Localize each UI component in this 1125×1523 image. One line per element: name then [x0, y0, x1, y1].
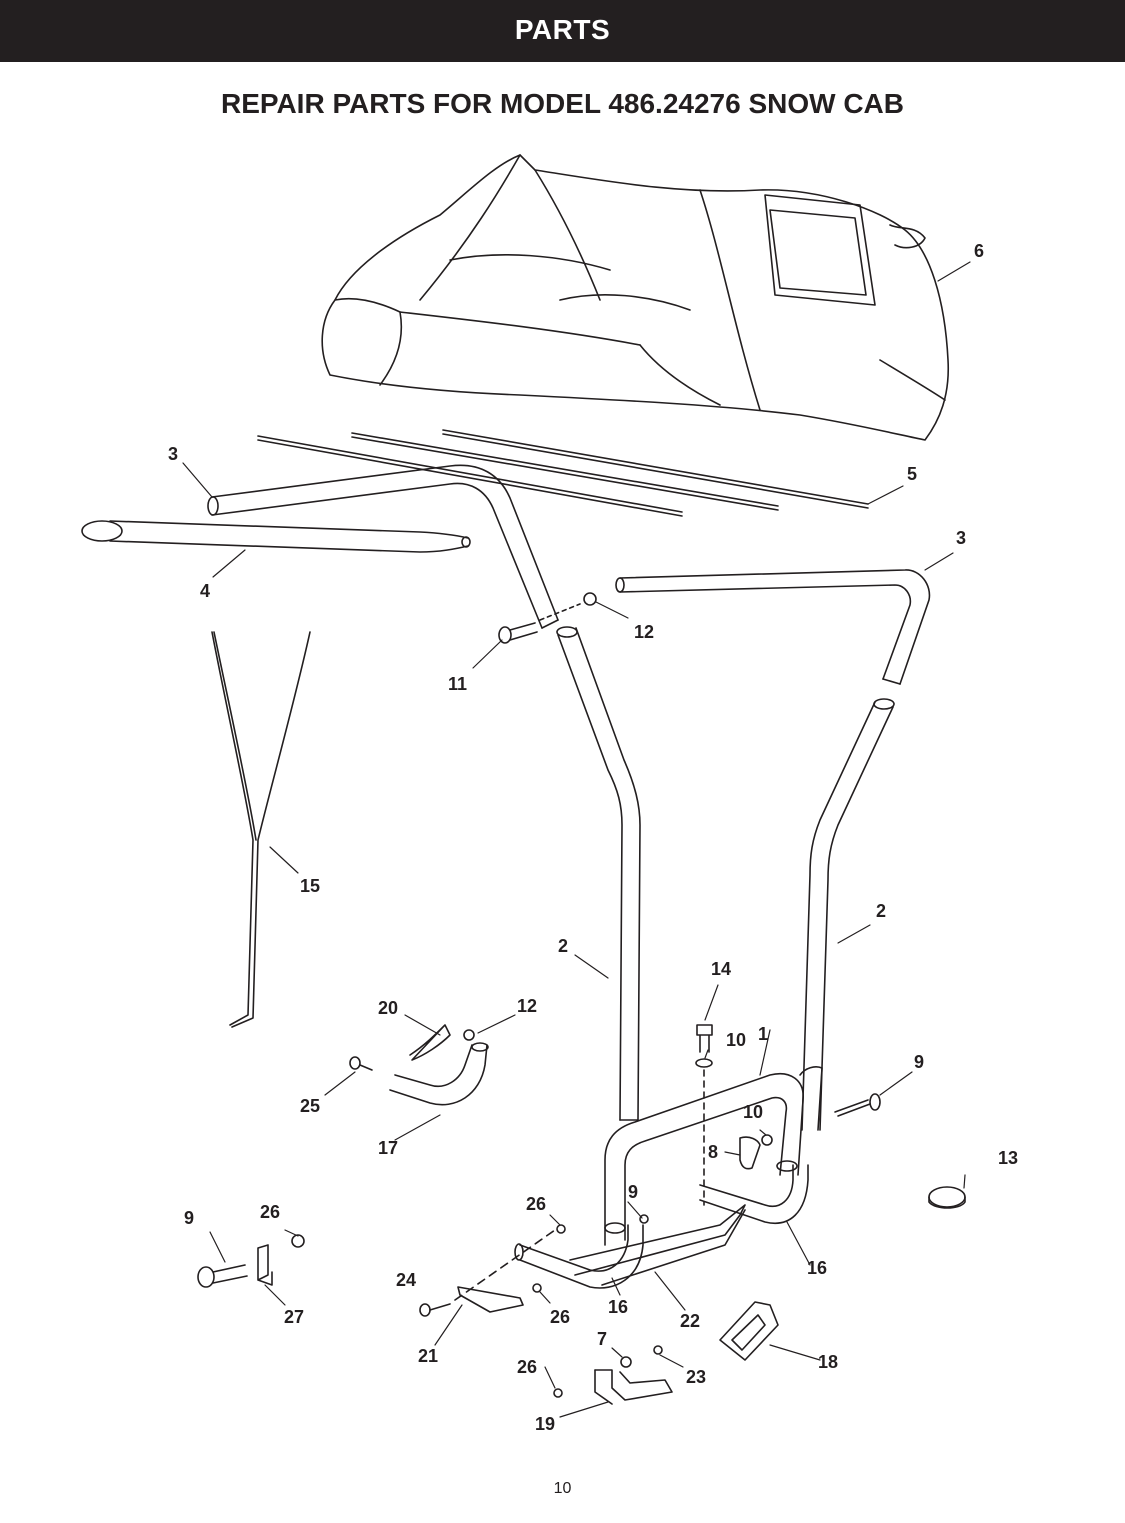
callout-26-lower: 26	[550, 1307, 570, 1327]
callout-26-left: 26	[260, 1202, 280, 1222]
callout-1: 1	[758, 1024, 768, 1044]
callout-16-right: 16	[807, 1258, 827, 1278]
foot-brackets-illustration	[553, 1301, 779, 1405]
callout-6: 6	[974, 241, 984, 261]
callout-15: 15	[300, 876, 320, 896]
bolt-bracket-illustration	[197, 1234, 305, 1288]
callout-4: 4	[200, 581, 210, 601]
callout-25: 25	[300, 1096, 320, 1116]
callout-20: 20	[378, 998, 398, 1018]
callout-7: 7	[597, 1329, 607, 1349]
callout-14: 14	[711, 959, 731, 979]
callout-26-bottom: 26	[517, 1357, 537, 1377]
upper-tube-left-illustration	[207, 464, 559, 629]
callout-18: 18	[818, 1352, 838, 1372]
callout-5: 5	[907, 464, 917, 484]
section-header: PARTS	[514, 14, 611, 45]
callout-17: 17	[378, 1138, 398, 1158]
upper-tube-right-illustration	[615, 569, 931, 685]
bracket-bar-illustration	[569, 1204, 746, 1286]
lower-bent-tubes-illustration	[514, 1160, 809, 1289]
callout-27: 27	[284, 1307, 304, 1327]
crossbar-tube-illustration	[81, 520, 471, 553]
callout-19: 19	[535, 1414, 555, 1434]
lower-bracket-illustration	[419, 1214, 649, 1317]
callout-labels: 1 2 2 3 3 4 5 6 7 8 9 9 9 10 10 11 12 12…	[168, 241, 1018, 1434]
bolt-and-nut-illustration	[498, 592, 597, 644]
header-bar	[0, 0, 1125, 62]
wire-rod-illustration	[211, 631, 311, 1028]
callout-8: 8	[708, 1142, 718, 1162]
callout-3-left: 3	[168, 444, 178, 464]
callout-13: 13	[998, 1148, 1018, 1168]
callout-26-center: 26	[526, 1194, 546, 1214]
callout-3-right: 3	[956, 528, 966, 548]
lower-tube-right-illustration	[799, 698, 895, 1131]
callout-16-left: 16	[608, 1297, 628, 1317]
callout-12-lower: 12	[517, 996, 537, 1016]
support-rods-illustration	[257, 429, 869, 517]
page-number: 10	[553, 1480, 572, 1497]
hardware-illustration	[695, 1024, 881, 1206]
document-title: REPAIR PARTS FOR MODEL 486.24276 SNOW CA…	[220, 88, 905, 119]
callout-23: 23	[686, 1367, 706, 1387]
callout-10-upper: 10	[726, 1030, 746, 1050]
callout-24: 24	[396, 1270, 416, 1290]
lower-tube-left-illustration	[556, 626, 641, 1121]
side-bracket-illustration	[349, 1024, 489, 1106]
callout-22: 22	[680, 1311, 700, 1331]
callout-2-right: 2	[876, 901, 886, 921]
callout-2-left: 2	[558, 936, 568, 956]
callout-21: 21	[418, 1346, 438, 1366]
callout-11: 11	[448, 674, 467, 694]
cab-cover-illustration	[321, 154, 950, 441]
callout-9-right: 9	[914, 1052, 924, 1072]
callout-leader-lines	[182, 261, 971, 1418]
callout-9-center: 9	[628, 1182, 638, 1202]
end-cap-illustration	[928, 1186, 966, 1209]
callout-10-lower: 10	[743, 1102, 763, 1122]
callout-12-upper: 12	[634, 622, 654, 642]
callout-9-left: 9	[184, 1208, 194, 1228]
u-frame-illustration	[604, 1073, 804, 1246]
